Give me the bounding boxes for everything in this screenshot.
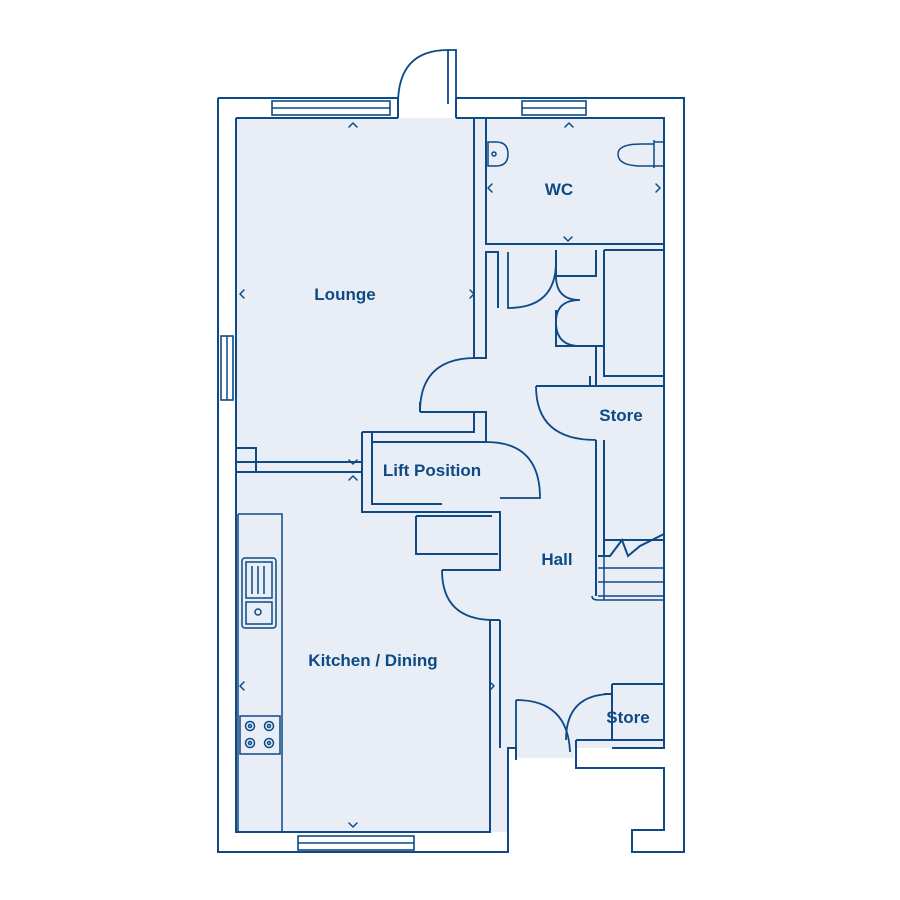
fixtures: [237, 140, 665, 832]
room-label-kitchen-dining: Kitchen / Dining: [308, 651, 437, 670]
toilet-icon: [617, 140, 665, 168]
room-label-store-lower: Store: [606, 708, 649, 727]
room-label-lift-position: Lift Position: [383, 461, 481, 480]
interior-walls: [236, 118, 665, 760]
room-labels: Lounge WC Store Lift Position Hall Kitch…: [308, 180, 649, 727]
floor-area: [236, 118, 664, 832]
sink-icon: [241, 557, 277, 629]
basin-icon: [487, 141, 509, 167]
hob-icon: [239, 715, 281, 755]
room-label-wc: WC: [545, 180, 573, 199]
door-swings: [397, 49, 613, 758]
windows: [220, 100, 587, 851]
room-label-store-upper: Store: [599, 406, 642, 425]
room-label-lounge: Lounge: [314, 285, 375, 304]
dimension-markers: [239, 122, 661, 828]
room-label-hall: Hall: [541, 550, 572, 569]
